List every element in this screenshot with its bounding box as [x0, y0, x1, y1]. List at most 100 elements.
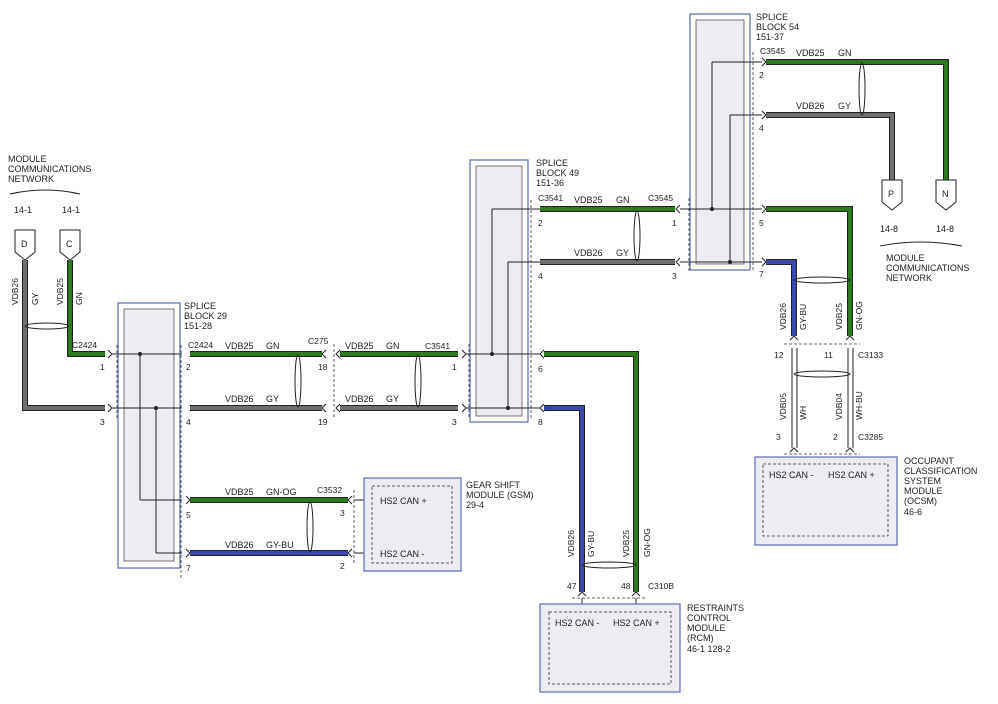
c275-arrow-1a — [321, 349, 327, 359]
label-vdb26-a: VDB26 — [225, 394, 254, 404]
mcn-right: P N 14-8 14-8 MODULE COMMUNICATIONS NETW… — [879, 179, 969, 283]
label-whbu: WH-BU — [854, 391, 864, 420]
connector-d-shape — [14, 229, 36, 261]
c3541-arrow-3 — [461, 403, 467, 413]
mcn-left-title-2: COMMUNICATIONS — [8, 164, 91, 174]
splice29-body — [123, 308, 175, 562]
pin-2-s29: 2 — [186, 362, 191, 372]
s54-arrow-5 — [761, 204, 767, 214]
ocsm-frame — [754, 456, 898, 546]
rcm-pin-can-minus: HS2 CAN - — [555, 618, 600, 628]
pin-4-s49: 4 — [538, 271, 543, 281]
splice49-connector: C3541 — [538, 193, 563, 203]
ocsm-pin-can-plus: HS2 CAN + — [828, 470, 875, 480]
twist-a — [294, 354, 302, 408]
pin-8-s49: 8 — [538, 417, 543, 427]
c3545-label-left: C3545 — [648, 193, 673, 203]
c3545-pin-3: 3 — [672, 271, 677, 281]
wire-gnog-rcm — [544, 352, 638, 592]
c3532-arrow-2 — [347, 548, 353, 558]
c3133-label: C3133 — [858, 350, 883, 360]
label-vdb25-c: VDB25 — [574, 195, 603, 205]
wire-gn-mcn-edge — [766, 59, 949, 180]
ocsm-pin-can-minus: HS2 CAN - — [769, 470, 814, 480]
c3545-pin-1: 1 — [672, 218, 677, 228]
splice29-title-3: 151-28 — [184, 321, 212, 331]
c310b-arrow-47 — [577, 591, 587, 597]
label-gy-c: GY — [616, 248, 629, 258]
wire-gy-left — [23, 260, 105, 410]
twist-gsm — [306, 501, 314, 553]
twist-left — [24, 322, 70, 330]
rcm-module: HS2 CAN - HS2 CAN + RESTRAINTS CONTROL M… — [539, 603, 744, 693]
label-gy-left: GY — [30, 292, 40, 305]
c3133-arrow-11 — [845, 335, 855, 341]
mcn-right-title-2: COMMUNICATIONS — [886, 263, 969, 273]
splice29-title-2: BLOCK 29 — [184, 311, 227, 321]
c275-arrow-1b — [335, 349, 341, 359]
pin-2-s49: 2 — [538, 218, 543, 228]
pin-4-s29: 4 — [186, 417, 191, 427]
pin-2-s54: 2 — [759, 70, 764, 80]
rcm-title-1: RESTRAINTS — [687, 603, 744, 613]
mcn-right-ref-2: 14-8 — [936, 224, 954, 234]
splice29-node-2 — [154, 406, 158, 410]
label-vdb26-b: VDB26 — [345, 394, 374, 404]
mcn-left-ref-1: 14-1 — [14, 205, 32, 215]
c310b-label: C310B — [648, 581, 674, 591]
rcm-title-4: (RCM) — [687, 633, 714, 643]
gsm-module: HS2 CAN + HS2 CAN - GEAR SHIFT MODULE (G… — [363, 477, 534, 572]
connector-c275: C275 18 19 — [308, 336, 341, 427]
splice29-node-1 — [138, 352, 142, 356]
label-gnog-c3133: GN-OG — [854, 301, 864, 330]
splice54-title-2: BLOCK 54 — [756, 22, 799, 32]
label-vdb05: VDB05 — [778, 393, 788, 420]
twist-wh — [793, 370, 851, 378]
twist-c — [633, 210, 641, 262]
mcn-right-title-1: MODULE — [886, 253, 925, 263]
label-vdb26-gsm: VDB26 — [225, 540, 254, 550]
splice54-title-1: SPLICE — [756, 12, 788, 22]
rcm-pin-can-plus: HS2 CAN + — [613, 618, 660, 628]
twist-c3133 — [793, 276, 851, 284]
s29-arrow-5 — [185, 495, 191, 505]
rcm-title-5: 46-1 128-2 — [687, 644, 731, 654]
splice54-frame — [689, 13, 751, 271]
pin-3-left: 3 — [100, 417, 105, 427]
c275-arrow-2a — [321, 403, 327, 413]
label-gn-mcn: GN — [838, 48, 852, 58]
gsm-title-2: MODULE (GSM) — [466, 490, 534, 500]
c310b-pin-47: 47 — [567, 581, 577, 591]
label-gybu-c3133: GY-BU — [798, 304, 808, 330]
s49-arrow-6 — [539, 349, 545, 359]
mcn-left-title-1: MODULE — [8, 154, 47, 164]
c3285-arrow-2 — [845, 447, 855, 453]
c275-pin-19: 19 — [318, 417, 328, 427]
splice-block-54: SPLICE BLOCK 54 151-37 C3545 2 4 5 7 — [680, 12, 799, 279]
pin-4-s54: 4 — [759, 123, 764, 133]
gsm-title-3: 29-4 — [466, 500, 484, 510]
s54-arrow-7 — [761, 257, 767, 267]
label-vdb25-b: VDB25 — [345, 341, 374, 351]
splice49-title-1: SPLICE — [536, 158, 568, 168]
label-gnog-gsm: GN-OG — [266, 487, 297, 497]
label-vdb26-mcn: VDB26 — [796, 101, 825, 111]
label-vdb25-rcm: VDB25 — [621, 530, 631, 557]
mcn-right-brace — [879, 241, 963, 247]
label-gnog-rcm: GN-OG — [642, 528, 652, 557]
wire-gy-mcn-edge — [766, 112, 895, 180]
ocsm-title-2: CLASSIFICATION — [904, 466, 977, 476]
label-vdb26-c: VDB26 — [574, 248, 603, 258]
connector-c3133: 12 11 C3133 — [774, 335, 883, 360]
label-vdb25-gsm: VDB25 — [225, 487, 254, 497]
label-vdb25-c3133: VDB25 — [834, 303, 844, 330]
label-vdb25-mcn: VDB25 — [796, 48, 825, 58]
pin-5-s54: 5 — [759, 218, 764, 228]
gsm-frame — [363, 477, 462, 572]
splice54-body — [695, 19, 745, 265]
label-gn-c: GN — [616, 195, 630, 205]
s54-arrow-4 — [761, 110, 767, 120]
ocsm-module: HS2 CAN - HS2 CAN + OCCUPANT CLASSIFICAT… — [754, 456, 977, 546]
connector-c-shape — [59, 229, 81, 261]
